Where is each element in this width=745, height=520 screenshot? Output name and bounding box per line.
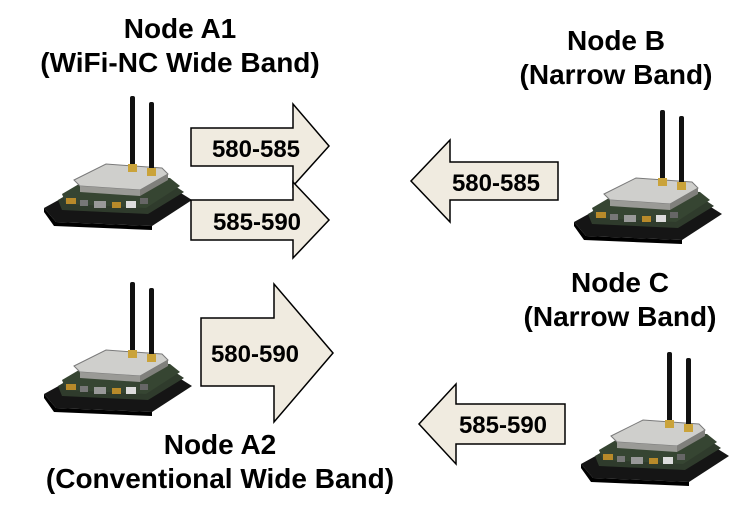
node-a2-name: Node A2 <box>163 429 277 460</box>
node-b-name: Node B <box>567 25 665 56</box>
node-a1-device <box>43 95 193 231</box>
arrow-a1-lower-label: 585-590 <box>213 209 301 236</box>
node-a2-label: Node A2 (Conventional Wide Band) <box>0 428 440 496</box>
arrow-a1-upper: 580-585 <box>190 101 330 188</box>
node-a1-type: (WiFi-NC Wide Band) <box>40 47 320 78</box>
node-b-device <box>573 109 723 245</box>
node-c-device <box>580 351 730 487</box>
node-a1-label: Node A1 (WiFi-NC Wide Band) <box>0 12 360 80</box>
node-c-label: Node C (Narrow Band) <box>495 266 745 334</box>
arrow-a1-lower: 585-590 <box>190 180 331 260</box>
node-b-label: Node B (Narrow Band) <box>488 24 744 92</box>
node-a2-device <box>43 281 193 417</box>
node-b-type: (Narrow Band) <box>519 59 713 90</box>
node-a2-type: (Conventional Wide Band) <box>45 463 395 494</box>
arrow-node-b: 580-585 <box>409 138 559 224</box>
arrow-a2-label: 580-590 <box>211 341 299 368</box>
node-c-name: Node C <box>571 267 669 298</box>
node-a1-name: Node A1 <box>123 13 237 44</box>
arrow-node-c-label: 585-590 <box>459 412 547 439</box>
node-c-type: (Narrow Band) <box>523 301 717 332</box>
arrow-a2: 580-590 <box>200 281 334 425</box>
arrow-a1-upper-label: 580-585 <box>212 136 300 163</box>
arrow-node-b-label: 580-585 <box>452 170 540 197</box>
arrow-node-c: 585-590 <box>417 382 566 466</box>
